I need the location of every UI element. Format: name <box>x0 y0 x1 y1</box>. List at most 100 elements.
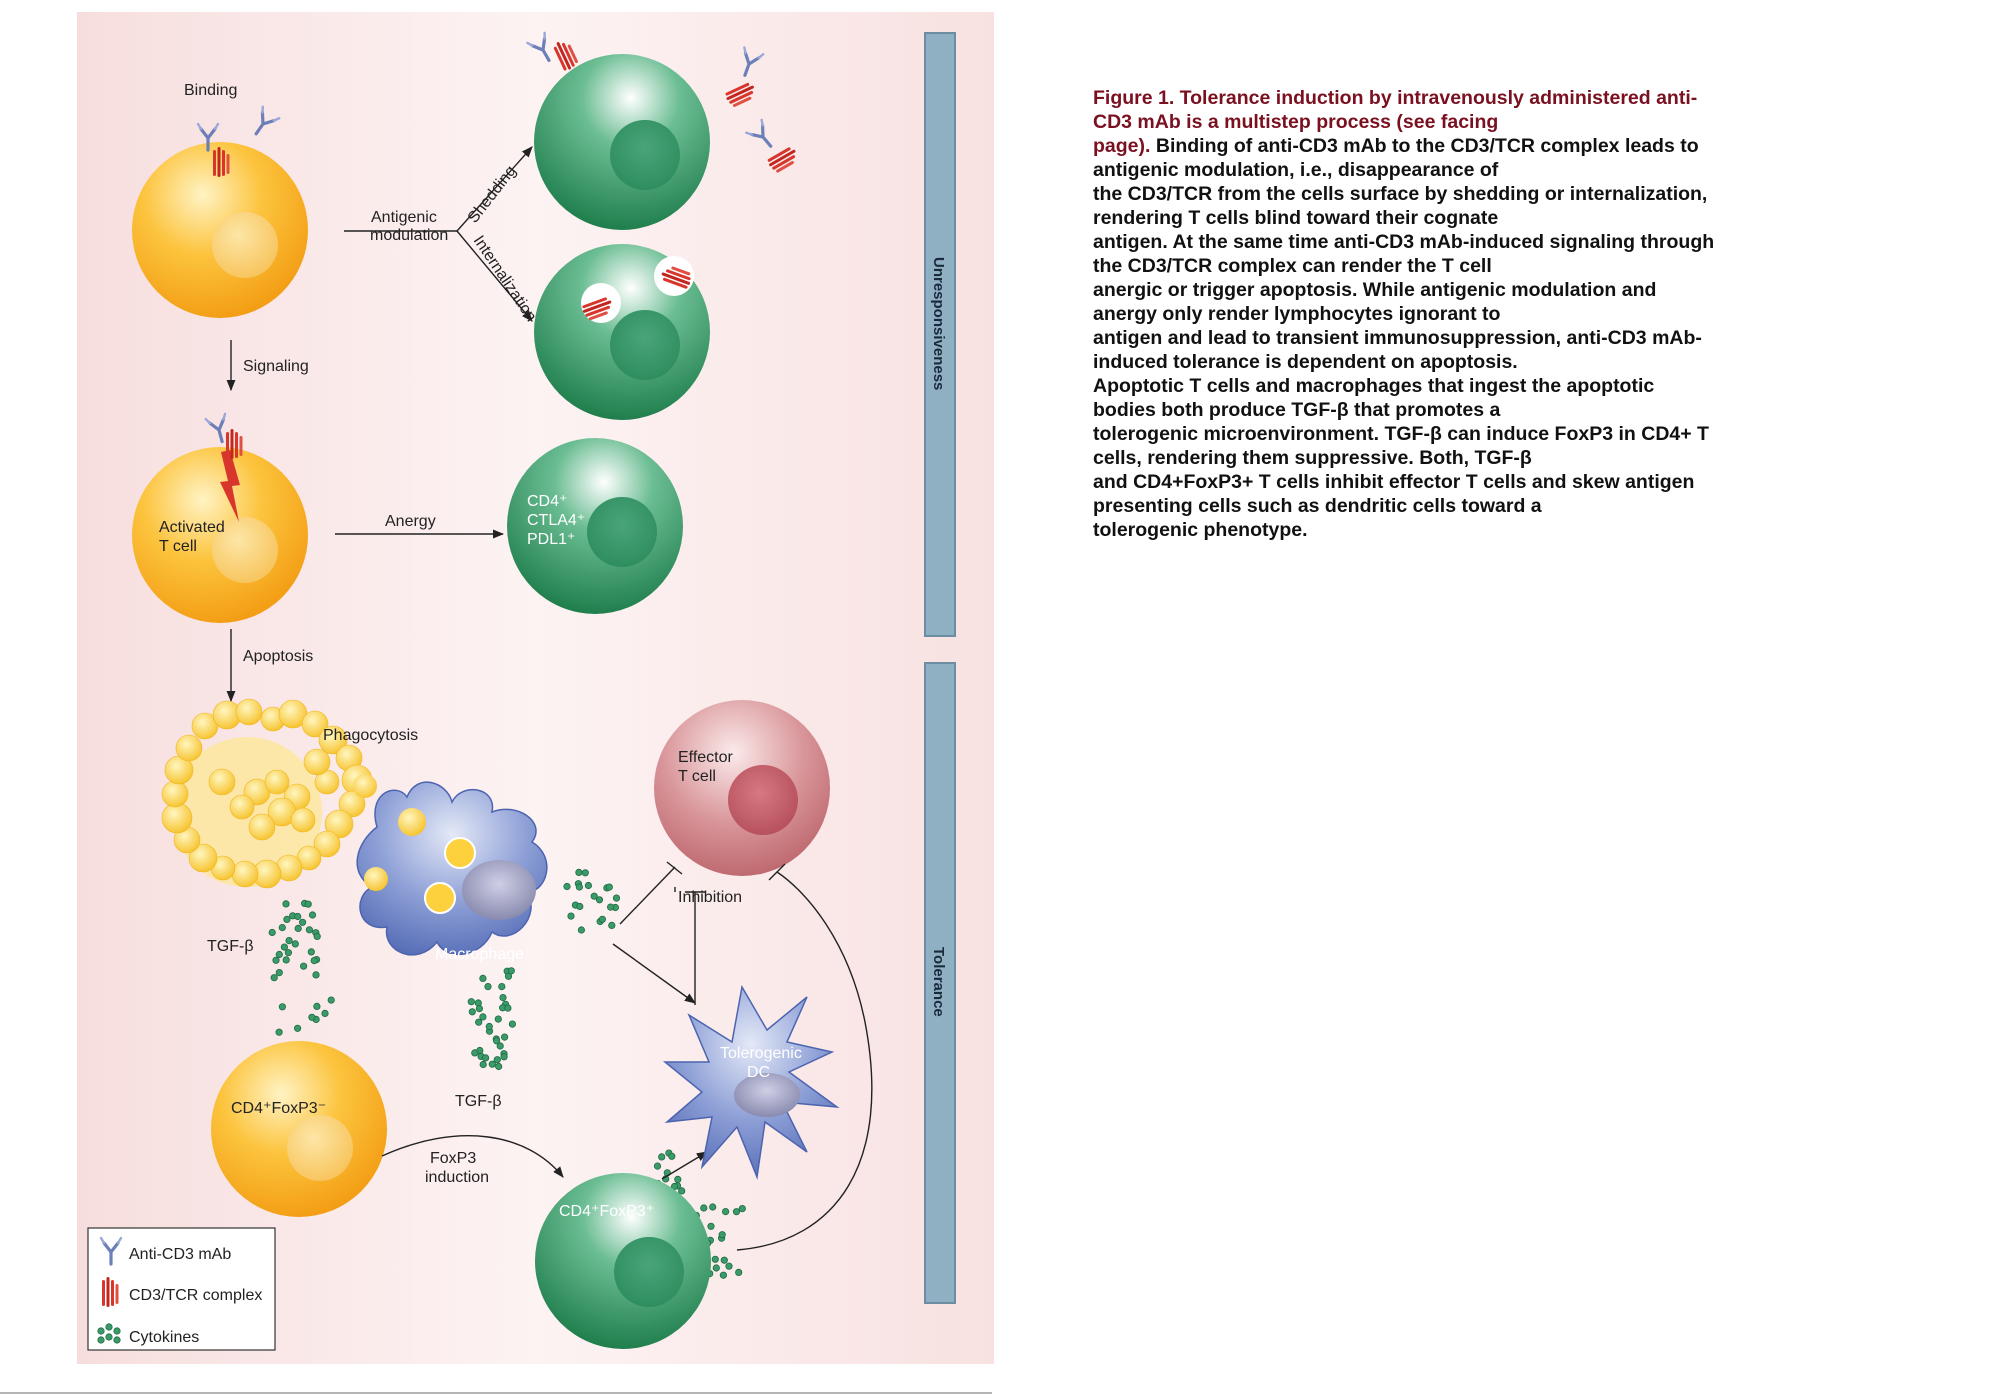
caption-line: Figure 1. Tolerance induction by intrave… <box>1093 86 1793 110</box>
anergic-t-cell <box>507 438 683 614</box>
apoptotic-body <box>353 774 377 798</box>
cytokine-dot <box>285 936 293 945</box>
antigenic-modulation-label-2: modulation <box>370 227 448 244</box>
cytokine-dot <box>475 1018 483 1026</box>
shedding-t-cell <box>534 54 710 230</box>
cytokine-dot <box>488 1060 496 1068</box>
cytokine-dot <box>313 1002 321 1011</box>
cytokine-dot <box>268 928 276 937</box>
caption-line: Apoptotic T cells and macrophages that i… <box>1093 375 1655 397</box>
cytokine-dot <box>718 1231 726 1239</box>
legend-label-antibody: Anti-CD3 mAb <box>129 1246 231 1263</box>
cytokine-dot <box>732 1208 741 1216</box>
cytokine-dot <box>576 902 584 911</box>
tolerogenic-dc-label-1: Tolerogenic <box>720 1045 802 1062</box>
cytokine-dot <box>508 1020 516 1028</box>
antibody-icon <box>744 118 780 155</box>
cytokine-dot <box>605 883 613 891</box>
apoptotic-body <box>290 807 316 833</box>
cytokine-dot <box>471 1049 479 1057</box>
signaling-label: Signaling <box>243 358 309 375</box>
cytokine-dot <box>738 1205 746 1213</box>
apoptotic-body <box>161 780 189 808</box>
antibody-icon <box>525 31 560 67</box>
cytokine-dot <box>575 868 583 877</box>
cytokine-dot <box>282 956 290 964</box>
unresponsiveness-label: Unresponsiveness <box>930 257 947 390</box>
apoptotic-body <box>338 790 366 818</box>
cytokine-dot <box>321 1009 329 1018</box>
apoptotic-body <box>188 843 218 873</box>
cytokine-dot <box>721 1208 730 1216</box>
phagocytosis-label: Phagocytosis <box>323 727 418 744</box>
cytokine-dot <box>479 974 487 983</box>
tcr-complex-icon <box>552 37 580 72</box>
legend-label-cytokines: Cytokines <box>129 1329 199 1346</box>
caption-line: bodies both produce TGF-β that promotes … <box>1093 399 1501 421</box>
apoptotic-body <box>161 802 193 834</box>
caption-line: cells, rendering them suppressive. Both,… <box>1093 447 1532 469</box>
caption-line: rendering T cells blind toward their cog… <box>1093 207 1499 229</box>
cytokine-dot <box>720 1256 728 1264</box>
cytokine-dot <box>707 1222 715 1230</box>
effector-t-cell <box>654 700 830 876</box>
antigenic-modulation-label-1: Antigenic <box>371 209 437 226</box>
apoptotic-body <box>303 748 331 776</box>
cytokine-dot <box>308 1013 316 1021</box>
caption-line: anergic or trigger apoptosis. While anti… <box>1093 279 1657 301</box>
apoptotic-body <box>248 813 276 841</box>
legend-label-tcr: CD3/TCR complex <box>129 1287 262 1304</box>
anergic-marker-pdl1: PDL1⁺ <box>527 531 575 548</box>
activated-t-cell-label-1: Activated <box>159 519 225 536</box>
cytokine-dot <box>272 956 280 964</box>
cytokine-dot <box>481 1054 490 1062</box>
cytokine-dot <box>485 1022 493 1031</box>
tgf-beta-label-1: TGF-β <box>207 938 254 955</box>
cytokine-dot <box>577 926 585 934</box>
cytokine-dot <box>658 1153 666 1161</box>
tolerogenic-dc-label-2: DC <box>747 1064 770 1081</box>
figure-caption: Figure 1. Tolerance induction by intrave… <box>1093 86 1793 542</box>
macrophage-label: Macrophage <box>435 946 524 963</box>
cytokine-dot <box>275 950 283 959</box>
cytokine-dot <box>308 911 317 919</box>
cytokine-dot <box>595 896 604 904</box>
cytokine-dot <box>725 1262 733 1270</box>
cytokine-dot <box>294 1024 302 1032</box>
cytokine-dot <box>507 967 515 975</box>
cytokine-dot <box>700 1204 708 1212</box>
cytokine-dot <box>304 900 312 908</box>
caption-line: CD3 mAb is a multistep process (see faci… <box>1093 110 1793 134</box>
resting-t-cell <box>132 142 308 318</box>
cytokine-dot <box>504 1004 512 1012</box>
caption-line: the CD3/TCR complex can render the T cel… <box>1093 255 1492 277</box>
binding-label: Binding <box>184 82 237 99</box>
cytokine-dot <box>479 1013 487 1021</box>
caption-line: anergy only render lymphocytes ignorant … <box>1093 303 1501 325</box>
cytokine-dot <box>278 923 286 932</box>
antibody-icon <box>733 45 765 81</box>
internalization-label: Internalization <box>470 233 540 325</box>
caption-line: antigenic modulation, i.e., disappearanc… <box>1093 159 1499 181</box>
tolerance-label: Tolerance <box>930 947 947 1017</box>
cytokine-dot <box>283 915 291 924</box>
cytokine-dot <box>278 1003 286 1011</box>
tcr-complex-icon <box>724 81 759 109</box>
page-divider <box>0 1392 992 1394</box>
cytokine-dot <box>496 1042 504 1050</box>
cytokine-dot <box>581 869 589 877</box>
foxp3-induction-label-1: FoxP3 <box>430 1150 476 1167</box>
cytokine-dot <box>711 1255 719 1263</box>
cytokine-dot <box>282 900 290 908</box>
apoptotic-body <box>301 710 329 738</box>
cytokine-dot <box>735 1268 743 1276</box>
caption-title: Figure 1. Tolerance induction by intrave… <box>1093 87 1698 109</box>
apoptotic-body <box>313 830 341 858</box>
cytokine-dot <box>608 921 616 930</box>
cytokine-dot <box>280 943 288 951</box>
antibody-icon <box>246 105 281 142</box>
cytokine-dot <box>479 1060 487 1069</box>
caption-line: presenting cells such as dendritic cells… <box>1093 495 1542 517</box>
cytokine-dot <box>495 1062 503 1071</box>
caption-line: induced tolerance is dependent on apopto… <box>1093 351 1518 373</box>
